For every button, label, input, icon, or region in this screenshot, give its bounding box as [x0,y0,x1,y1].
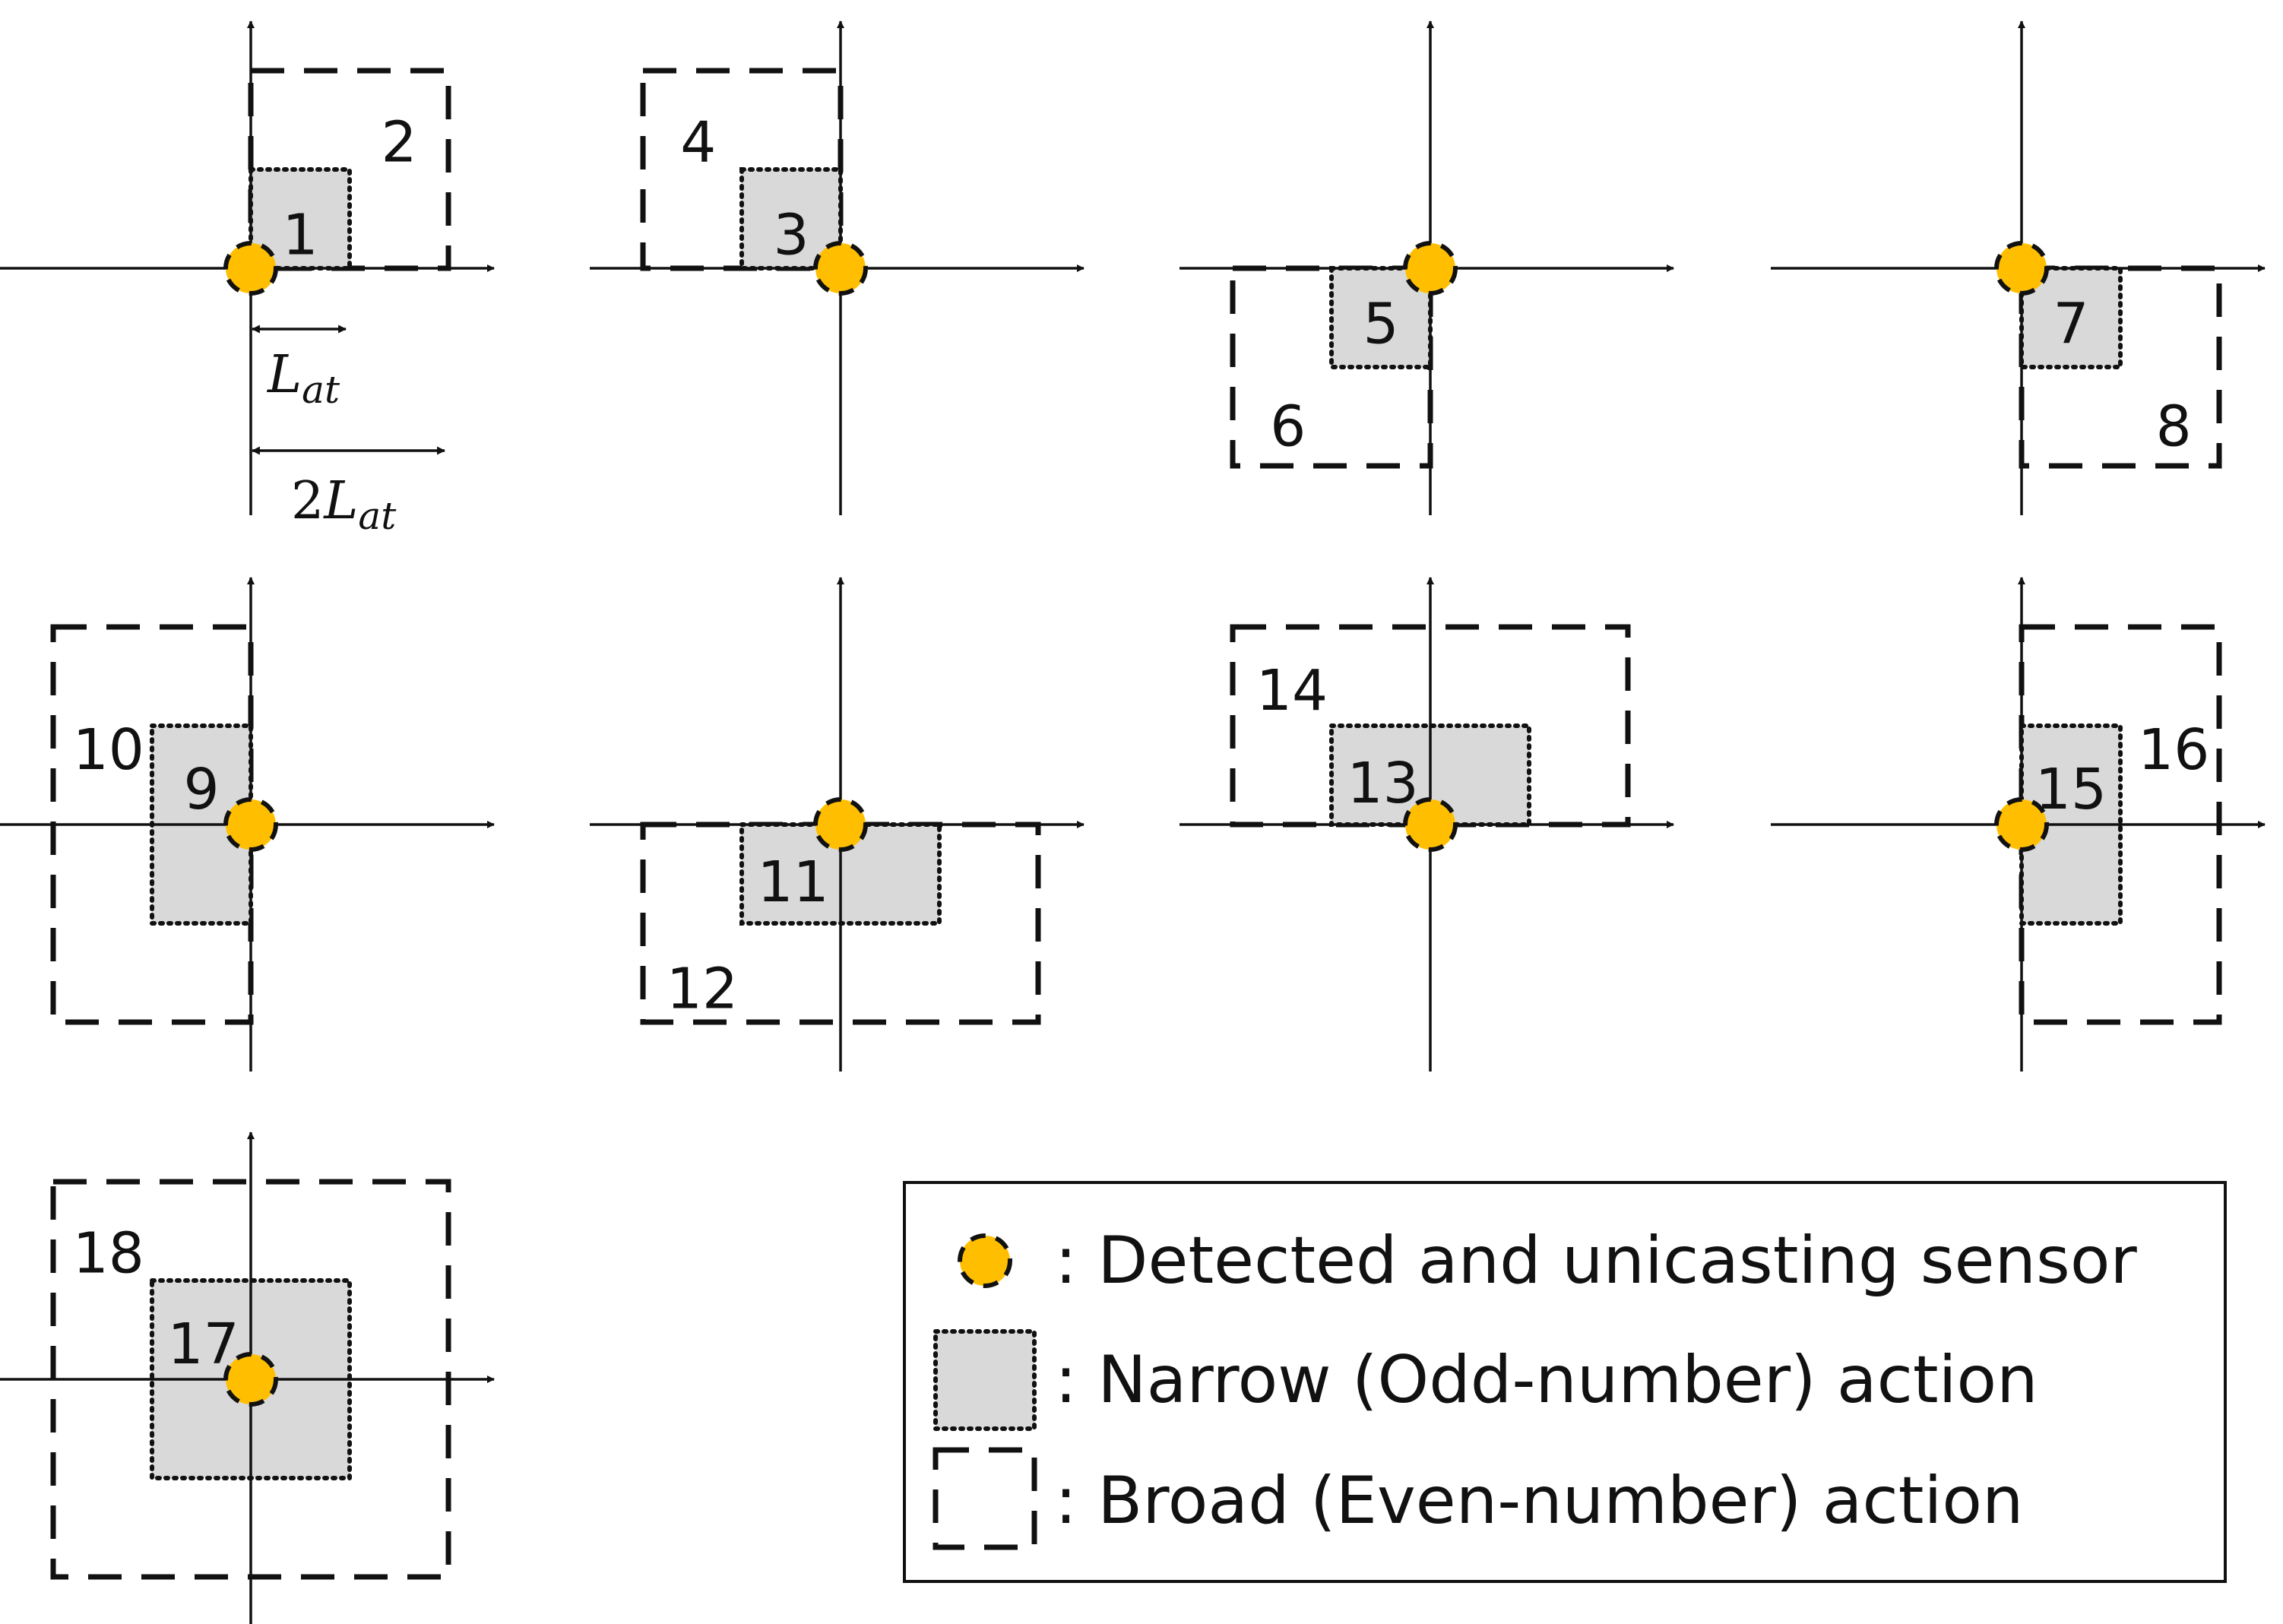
narrow-action-label: 5 [1363,292,1398,357]
narrow-action-region [2019,266,2123,369]
sensor-icon [223,797,278,852]
narrow-action-label: 1 [282,203,318,268]
broad-action-label: 6 [1270,394,1306,460]
sensor-icon [1994,797,2049,852]
broad-action-label: 16 [2138,717,2209,783]
legend-sensor-text: : Detected and unicasting sensor [1055,1223,2137,1299]
two-lat-label: 2Lat [291,471,397,538]
broad-action-label: 18 [73,1220,144,1286]
broad-action-label: 8 [2156,394,2192,460]
sensor-icon [1403,241,1458,296]
narrow-action-label: 7 [2053,292,2088,357]
lat-label: Lat [266,345,340,412]
legend: : Detected and unicasting sensor : Narro… [903,1181,2227,1583]
legend-narrow-text: : Narrow (Odd-number) action [1055,1342,2038,1418]
legend-box [903,1181,2227,1583]
broad-action-label: 4 [680,109,716,175]
broad-action-region [640,821,1041,1025]
narrow-action-label: 15 [2035,757,2107,822]
broad-action-label: 10 [73,717,144,783]
action-panel-6: 11 12 [590,577,1085,1072]
sensor-icon [223,241,278,296]
legend-broad-icon [933,1447,1037,1550]
broad-action-label: 14 [1256,658,1328,723]
sensor-icon [813,241,868,296]
broad-action-region [1230,624,1631,828]
sensor-icon [1994,241,2049,296]
action-panel-1: 12 [0,21,495,515]
sensor-icon [223,1352,278,1407]
scale-markers: Lat 2Lat [251,324,446,538]
narrow-action-label: 9 [183,757,219,822]
action-panel-7: 13 14 [1179,577,1674,1072]
narrow-action-label: 11 [758,850,829,915]
action-panel-3: 56 [1179,21,1674,515]
broad-action-label: 2 [381,109,416,175]
legend-sensor-icon [958,1233,1012,1288]
sensor-icon [1403,797,1458,852]
action-panel-5: 9 10 [0,577,495,1072]
narrow-action-label: 13 [1347,751,1419,816]
action-panel-2: 34 [590,21,1085,515]
action-panel-4: 78 [1771,21,2266,515]
legend-narrow-icon [933,1329,1037,1431]
broad-action-label: 12 [667,957,738,1022]
legend-broad-text: : Broad (Even-number) action [1055,1463,2024,1539]
narrow-action-label: 3 [773,203,809,268]
sensor-icon [813,797,868,852]
